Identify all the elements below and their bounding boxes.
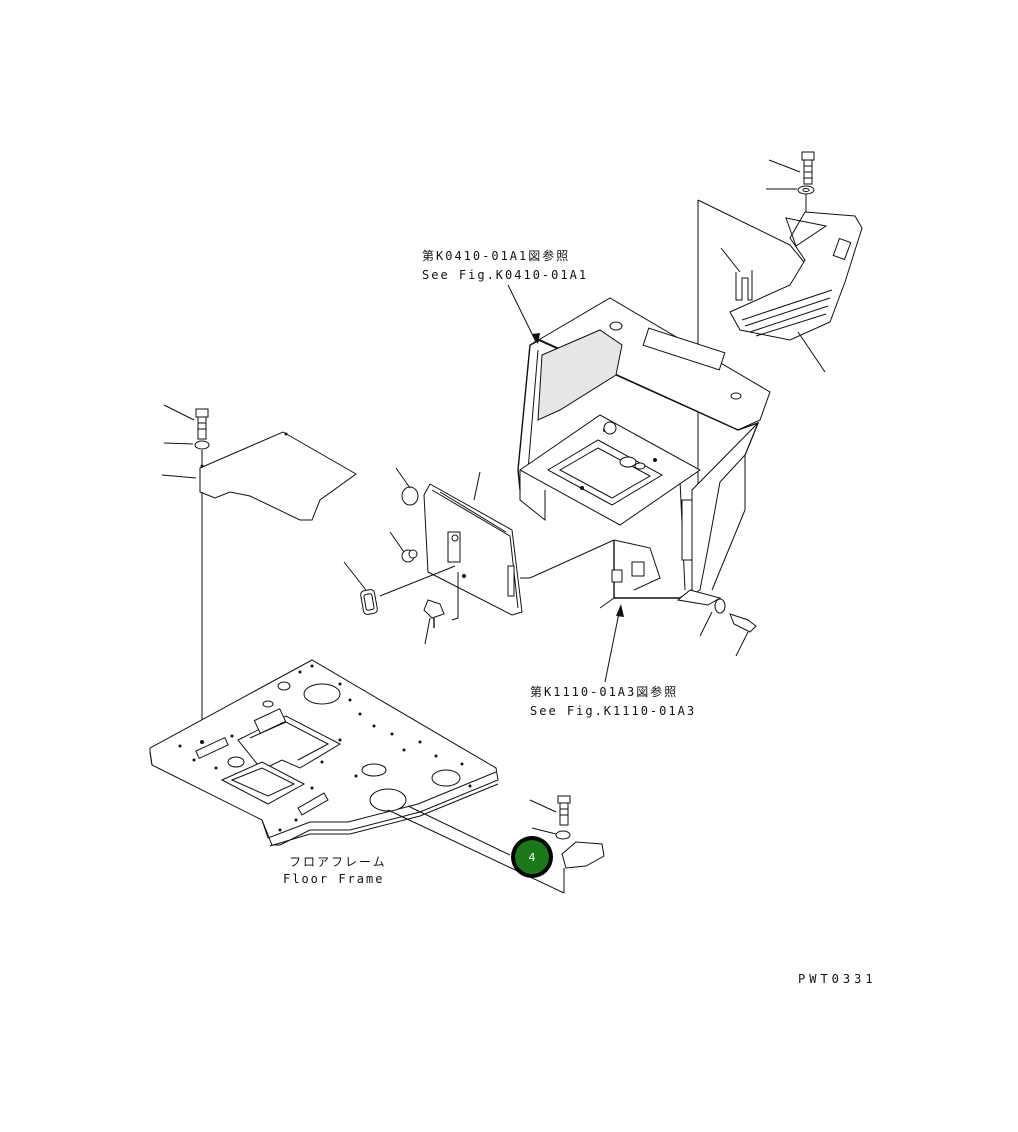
knob-icon bbox=[401, 549, 418, 563]
washer-icon bbox=[714, 598, 726, 614]
callout-control-stand-en: See Fig.K1110-01A3 bbox=[530, 704, 696, 718]
front-panel bbox=[423, 483, 523, 621]
leader-line bbox=[768, 159, 801, 173]
callout-seat-stand-en: See Fig.K0410-01A1 bbox=[422, 268, 588, 282]
item-number-badge[interactable]: 4 bbox=[511, 836, 553, 878]
label-floor-frame-jp: フロアフレーム bbox=[289, 855, 387, 869]
top-right-cover-assembly bbox=[697, 151, 863, 500]
side-bolt-icon bbox=[699, 598, 757, 657]
drawing-code: PWT0331 bbox=[798, 972, 877, 986]
callout-control-stand-jp: 第K1110-01A3図参照 bbox=[530, 684, 678, 699]
floor-frame bbox=[149, 659, 499, 847]
leader-line bbox=[387, 809, 565, 894]
grommet-icon bbox=[401, 486, 419, 506]
callout-seat-stand-jp: 第K0410-01A1図参照 bbox=[422, 248, 570, 263]
cover-plate bbox=[729, 211, 863, 341]
washer-icon bbox=[555, 830, 571, 840]
washer-icon bbox=[797, 185, 815, 195]
switch-icon bbox=[360, 589, 378, 615]
floor-mat bbox=[199, 431, 357, 521]
leader-line bbox=[507, 284, 537, 343]
stand-body bbox=[517, 297, 771, 609]
item-number: 4 bbox=[529, 851, 536, 864]
washer-icon bbox=[194, 440, 210, 450]
label-floor-frame-en: Floor Frame bbox=[283, 872, 384, 886]
bolt-icon bbox=[801, 151, 815, 185]
left-bolt-icon bbox=[195, 408, 209, 440]
leader-line bbox=[604, 607, 621, 683]
bottom-bolt-icon bbox=[557, 795, 571, 826]
connector-icon bbox=[423, 599, 445, 628]
clip-icon bbox=[735, 270, 753, 301]
cap-cover bbox=[561, 841, 605, 869]
